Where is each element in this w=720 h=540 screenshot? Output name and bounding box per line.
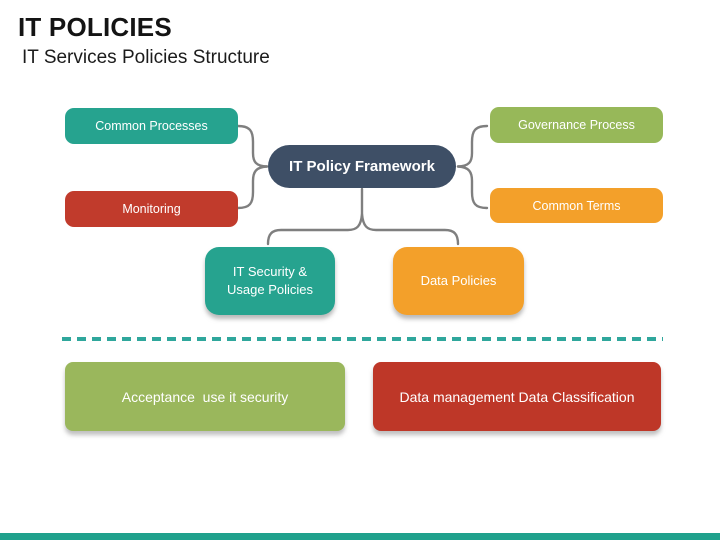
- node-acceptance: Acceptance use it security: [65, 362, 345, 431]
- node-center-framework: IT Policy Framework: [268, 145, 456, 188]
- node-data-management: Data management Data Classification: [373, 362, 661, 431]
- slide-title: IT POLICIES: [18, 12, 172, 42]
- node-data-policies: Data Policies: [393, 247, 524, 315]
- node-data-management-label: Data management Data Classification: [399, 388, 635, 405]
- dashed-divider: [62, 337, 663, 341]
- node-it-security-label: IT Security & Usage Policies: [227, 264, 313, 297]
- node-common-processes: Common Processes: [65, 108, 238, 144]
- node-common-terms: Common Terms: [490, 188, 663, 223]
- node-it-security: IT Security & Usage Policies: [205, 247, 335, 315]
- node-monitoring-label: Monitoring: [122, 202, 181, 216]
- footer-accent-bar: [0, 533, 720, 540]
- node-governance-process: Governance Process: [490, 107, 663, 143]
- node-governance-process-label: Governance Process: [518, 118, 635, 132]
- slide-subtitle: IT Services Policies Structure: [22, 47, 270, 68]
- node-common-terms-label: Common Terms: [532, 198, 621, 213]
- node-common-processes-label: Common Processes: [95, 119, 208, 133]
- node-center-framework-label: IT Policy Framework: [289, 158, 435, 175]
- node-monitoring: Monitoring: [65, 191, 238, 227]
- node-data-policies-label: Data Policies: [420, 273, 497, 289]
- node-acceptance-label: Acceptance use it security: [121, 388, 289, 405]
